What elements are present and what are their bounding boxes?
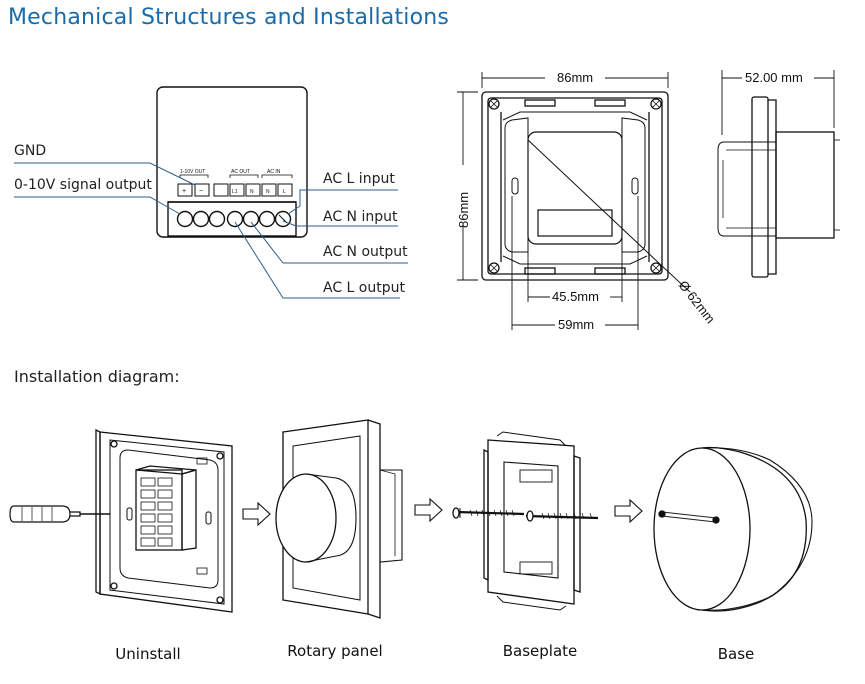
installation-diagram-heading: Installation diagram: xyxy=(14,367,180,386)
step-base-drawing xyxy=(653,446,813,612)
front-view-dimension-lines xyxy=(457,72,691,330)
step-rotary-panel-drawing xyxy=(275,419,403,619)
wiring-module xyxy=(156,86,308,238)
step-baseplate-drawing xyxy=(452,431,599,611)
front-view-drawing xyxy=(481,91,669,281)
terminal-mark-minus: − xyxy=(199,188,203,195)
label-gnd: GND xyxy=(14,143,47,159)
caption-rotary-panel: Rotary panel xyxy=(287,642,383,660)
caption-baseplate: Baseplate xyxy=(502,642,578,660)
caption-base: Base xyxy=(717,645,755,663)
label-0-10v-signal-output: 0-10V signal output xyxy=(14,177,152,193)
label-ac-l-input: AC L input xyxy=(323,171,395,187)
terminal-mark-n-out: N xyxy=(250,189,254,195)
dim-height-86mm: 86mm xyxy=(456,192,471,228)
side-view-drawing xyxy=(717,96,840,278)
page-title: Mechanical Structures and Installations xyxy=(8,5,450,30)
terminal-mark-n-in: N xyxy=(266,189,270,195)
header-label-ac-in: AC IN xyxy=(267,169,281,175)
dim-depth-52mm: 52.00 mm xyxy=(745,70,803,85)
dim-width-86mm: 86mm xyxy=(557,70,593,85)
terminal-mark-l-in: L xyxy=(283,189,286,195)
terminal-mark-plus: + xyxy=(182,188,186,195)
side-view-dimension-lines xyxy=(721,70,835,135)
label-ac-n-input: AC N input xyxy=(323,209,398,225)
dim-diameter-62mm: Ø 62mm xyxy=(676,278,719,327)
header-label-ac-out: AC OUT xyxy=(231,169,250,175)
label-ac-l-output: AC L output xyxy=(323,280,405,296)
dim-45-5mm: 45.5mm xyxy=(552,289,599,304)
step-uninstall-drawing xyxy=(9,428,233,613)
label-ac-n-output: AC N output xyxy=(323,244,408,260)
header-label-1-10v: 1-10V OUT xyxy=(180,169,205,175)
step-arrows xyxy=(242,497,643,527)
caption-uninstall: Uninstall xyxy=(115,645,181,663)
dim-59mm: 59mm xyxy=(558,317,594,332)
wiring-leader-lines xyxy=(14,162,408,299)
terminal-mark-l1: L1 xyxy=(232,189,238,195)
